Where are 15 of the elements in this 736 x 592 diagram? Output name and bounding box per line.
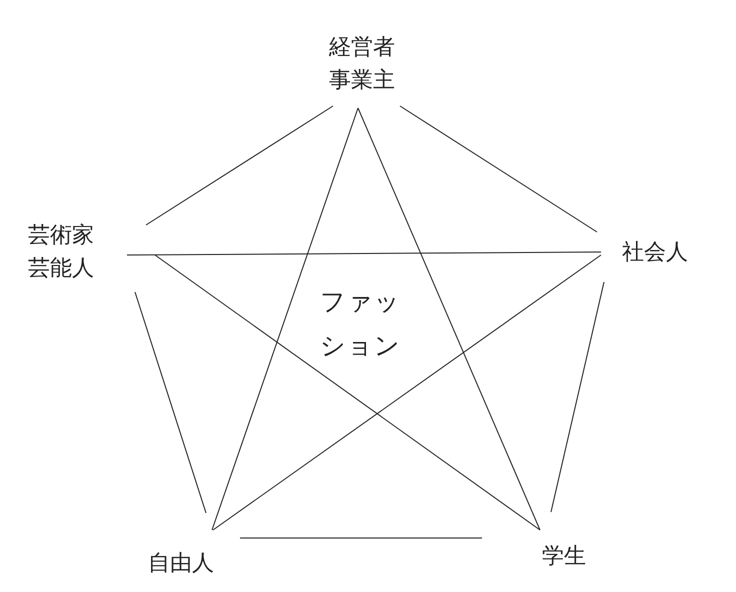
connector-line	[550, 282, 604, 512]
node-label: 学生	[542, 543, 586, 571]
connector-line	[146, 106, 334, 226]
connector-line	[154, 254, 540, 530]
connector-line	[400, 106, 598, 232]
connector-line	[126, 252, 602, 256]
center-label: ファッション	[320, 286, 402, 362]
connector-line	[212, 254, 602, 530]
node-label: 社会人	[622, 239, 688, 267]
connector-line	[212, 108, 358, 530]
node-label: 経営者事業主	[328, 34, 396, 95]
connector-line	[134, 292, 206, 514]
node-label: 芸術家芸能人	[27, 222, 95, 283]
connector-line	[358, 108, 540, 530]
node-label: 自由人	[148, 550, 214, 578]
